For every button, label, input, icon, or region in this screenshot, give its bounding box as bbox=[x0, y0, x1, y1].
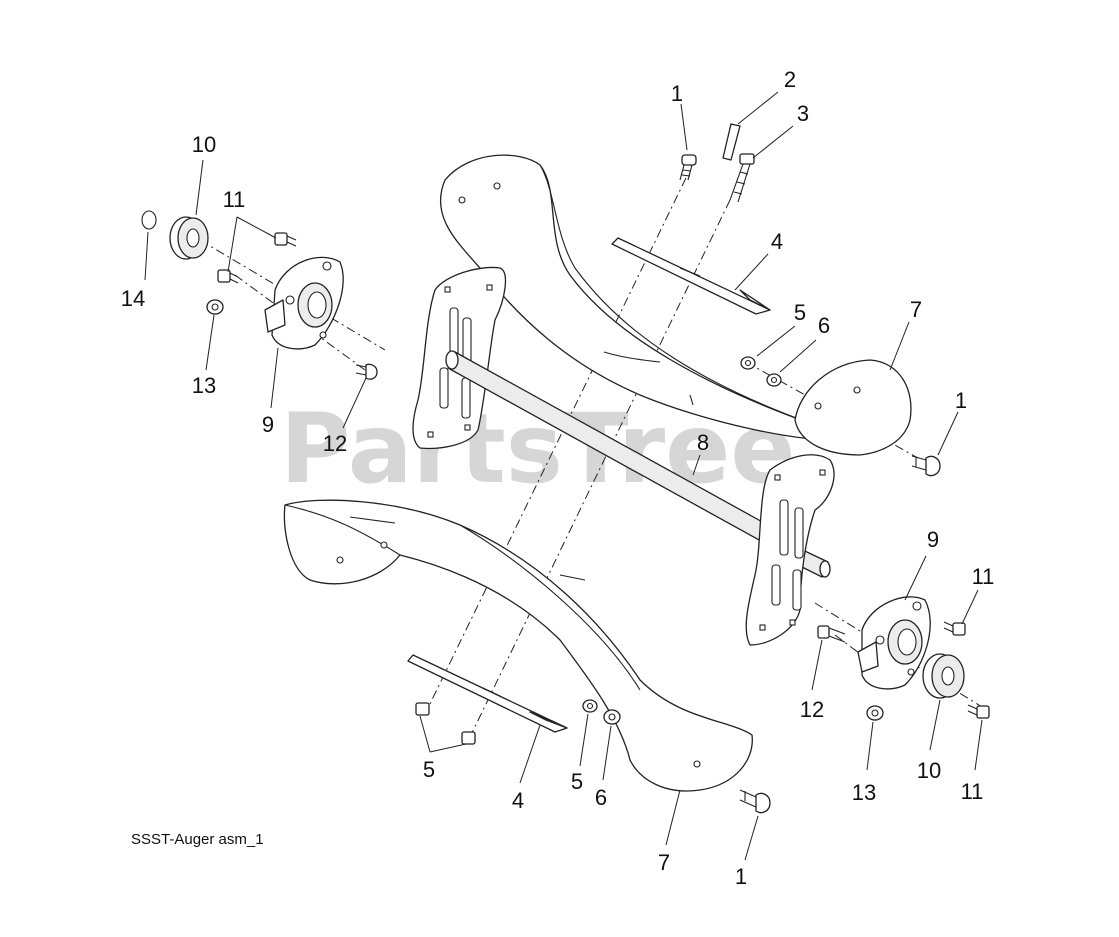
lower-auger-blade bbox=[283, 499, 753, 792]
callout-7-right: 7 bbox=[910, 297, 922, 322]
callout-7-bottom: 7 bbox=[658, 850, 670, 875]
callout-labels: 1 2 3 4 5 6 7 1 8 10 11 14 13 9 12 9 11 … bbox=[121, 67, 995, 889]
callout-11-right-bottom: 11 bbox=[961, 779, 984, 804]
bolt-1-top bbox=[679, 154, 697, 181]
blade-tip-right bbox=[794, 359, 912, 456]
callout-3: 3 bbox=[797, 101, 809, 126]
callout-13-left: 13 bbox=[192, 373, 216, 398]
bearing-10-left bbox=[169, 216, 209, 260]
pin-12-right bbox=[817, 625, 846, 643]
callout-10-left: 10 bbox=[192, 132, 216, 157]
callout-10-right: 10 bbox=[917, 758, 941, 783]
callout-4-bottom: 4 bbox=[512, 788, 524, 813]
paddle-top bbox=[611, 237, 771, 315]
callout-8: 8 bbox=[697, 430, 709, 455]
paddle-bottom bbox=[407, 654, 568, 733]
callout-12-right: 12 bbox=[800, 697, 824, 722]
bolt-11-right bbox=[943, 621, 990, 719]
nut-5-bottom-mid bbox=[582, 699, 598, 713]
leader-lines bbox=[144, 91, 983, 861]
bearing-10-right bbox=[922, 653, 965, 699]
bolt-1-right bbox=[911, 455, 941, 477]
spacer-2 bbox=[722, 123, 741, 161]
washer-6-right bbox=[766, 373, 782, 387]
pin-12-left bbox=[355, 363, 378, 380]
washer-6-bottom bbox=[603, 709, 621, 725]
callout-2: 2 bbox=[784, 67, 796, 92]
callout-9-right: 9 bbox=[927, 527, 939, 552]
right-mounting-plate bbox=[745, 454, 835, 646]
callout-5-right: 5 bbox=[794, 300, 806, 325]
bearing-flange-left bbox=[264, 256, 344, 350]
diagram-caption: SSST-Auger asm_1 bbox=[131, 831, 264, 848]
bolt-1-bottom bbox=[739, 789, 771, 814]
callout-6-bottom: 6 bbox=[595, 785, 607, 810]
callout-9-left: 9 bbox=[262, 412, 274, 437]
callout-1-right: 1 bbox=[955, 388, 967, 413]
nut-13-right bbox=[866, 705, 884, 721]
callout-12-left: 12 bbox=[323, 431, 347, 456]
bolt-11-left bbox=[217, 232, 297, 284]
bearing-flange-right bbox=[857, 596, 931, 690]
nut-5-bottom-left bbox=[415, 702, 476, 745]
retaining-ring-14 bbox=[141, 210, 157, 230]
nut-13-left bbox=[206, 299, 224, 315]
callout-1-bottom: 1 bbox=[735, 864, 747, 889]
bolt-3 bbox=[729, 153, 755, 203]
callout-5-bottom-mid: 5 bbox=[571, 769, 583, 794]
callout-1-top: 1 bbox=[671, 81, 683, 106]
nut-5-right bbox=[740, 356, 756, 370]
callout-6-right: 6 bbox=[818, 313, 830, 338]
callout-11-right-top: 11 bbox=[972, 564, 995, 589]
callout-5-bottom: 5 bbox=[423, 757, 435, 782]
callout-14: 14 bbox=[121, 286, 145, 311]
callout-11-left: 11 bbox=[223, 187, 246, 212]
callout-13-right: 13 bbox=[852, 780, 876, 805]
callout-4-top: 4 bbox=[771, 229, 783, 254]
